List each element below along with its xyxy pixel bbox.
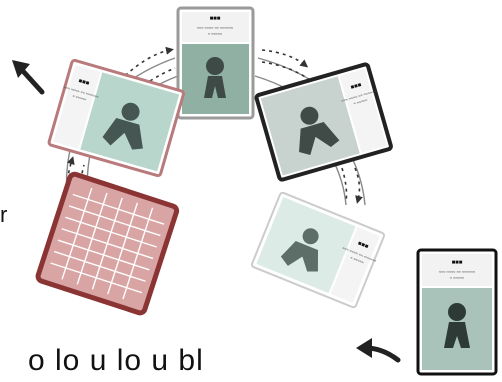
cut-off-text-bottom: o lo u lo u bl bbox=[28, 344, 204, 378]
cut-off-text-left: r bbox=[0, 202, 7, 228]
card-bottom-right bbox=[251, 192, 385, 308]
card-top-subtitle2: ≈ ≈≈≈≈≈ bbox=[208, 31, 223, 36]
black-arrow-left bbox=[12, 60, 42, 92]
card-corner-subtitle: ≈≈≈ ≈≈≈≈ ≈≈ ≈≈≈≈≈≈ bbox=[439, 269, 476, 274]
card-corner-subtitle2: ≈ ≈≈≈≈≈ bbox=[450, 275, 465, 280]
card-top-title: ■■■ bbox=[210, 16, 221, 22]
card-corner-title: ■■■ bbox=[452, 260, 463, 266]
grid-card bbox=[37, 173, 178, 314]
card-right bbox=[256, 64, 392, 181]
card-top-subtitle: ≈≈≈ ≈≈≈≈ ≈≈ ≈≈≈≈≈≈ bbox=[197, 25, 234, 30]
black-arrow-bottom bbox=[356, 338, 398, 360]
